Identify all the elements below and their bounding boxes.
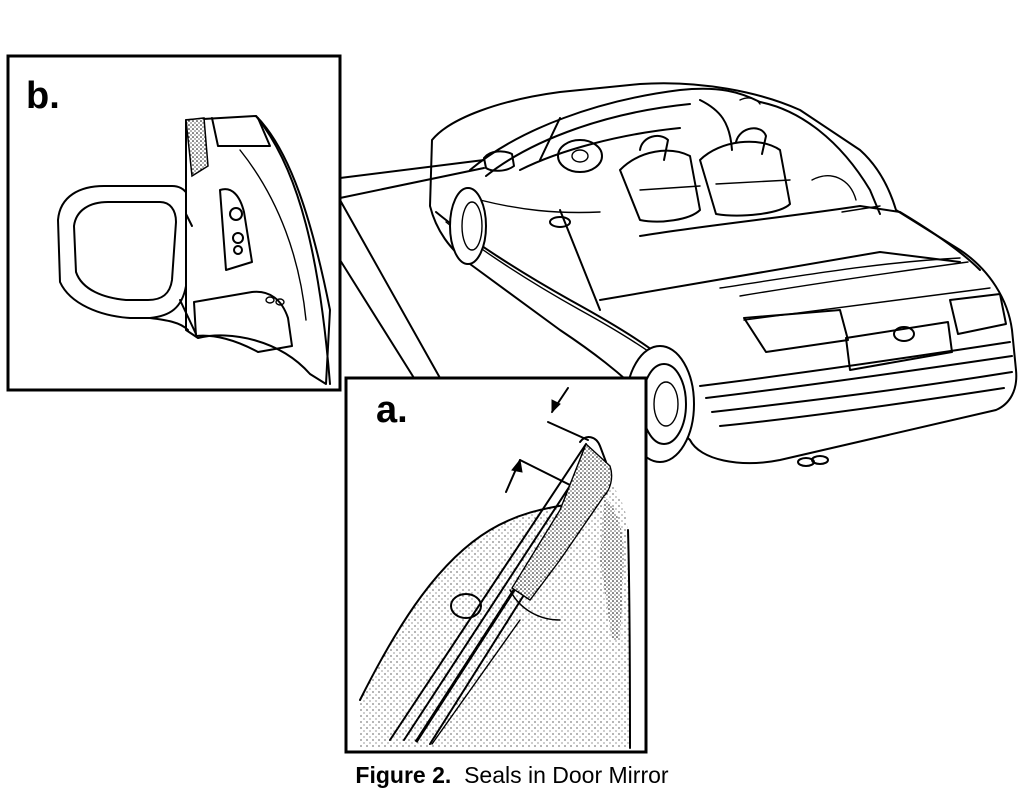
mirror-housing xyxy=(57,185,193,319)
figure-caption: Figure 2. Seals in Door Mirror xyxy=(0,762,1024,789)
callout-connector-lines xyxy=(339,159,485,379)
panel-b-label: b. xyxy=(26,75,60,117)
seal-dimension-arrows xyxy=(505,387,589,493)
mount-seal-stipple xyxy=(185,117,209,178)
mirror-glass xyxy=(73,201,177,301)
mounting-hole xyxy=(450,593,482,619)
panel-b-mirror-assembly: b. xyxy=(6,54,342,392)
figure-caption-text: Seals in Door Mirror xyxy=(464,762,669,788)
mirror-arm xyxy=(185,115,331,385)
panel-a-label: a. xyxy=(376,389,408,431)
figure-caption-label: Figure 2. xyxy=(355,762,452,788)
seal-gap-stipple xyxy=(511,442,613,601)
seal-lip-outer xyxy=(389,443,587,741)
inner-curve-stipple xyxy=(600,496,624,640)
panel-a-seal-closeup: a. xyxy=(344,376,648,754)
